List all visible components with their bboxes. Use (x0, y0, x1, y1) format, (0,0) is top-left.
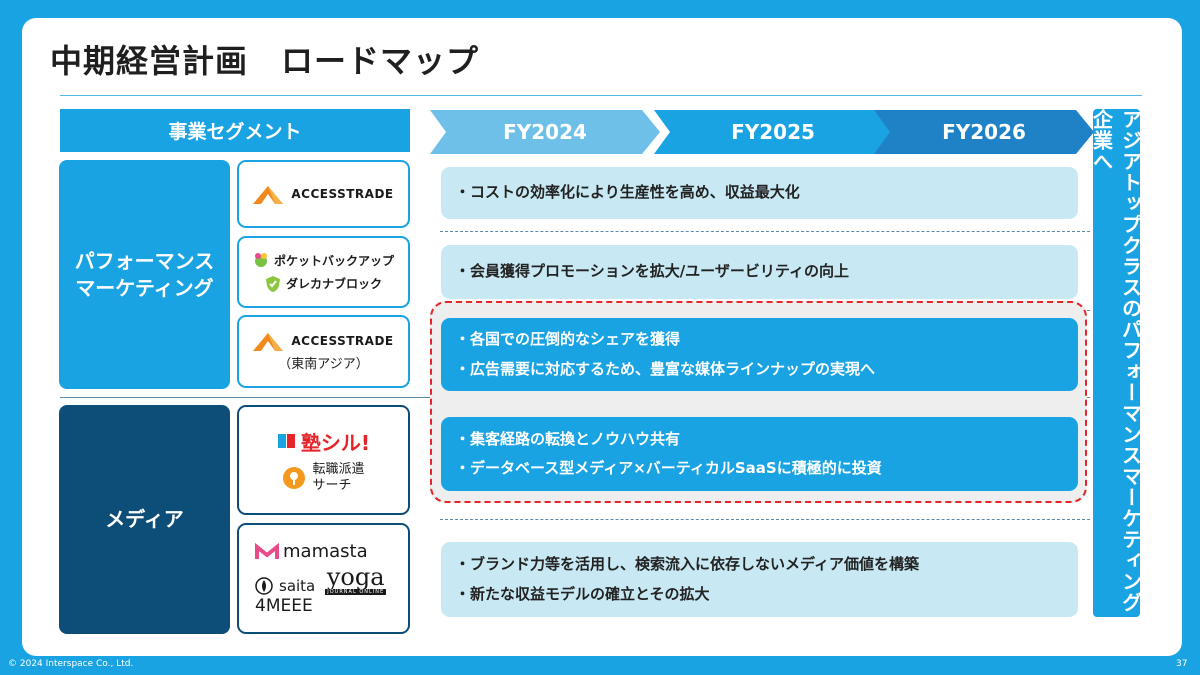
chevron-shape (654, 110, 892, 154)
mamasta-icon (255, 542, 279, 559)
highlight-dashed-border (430, 301, 1087, 503)
timeline-fy2024-label: FY2024 (503, 120, 587, 144)
segment-media: メディア (59, 405, 230, 634)
plan-row-media-brands: ・ブランド力等を活用し、検索流入に依存しないメディア価値を構築 ・新たな収益モデ… (441, 542, 1078, 617)
chevron-shape (430, 110, 660, 154)
logo-box-accesstrade-sea: ACCESSTRADE （東南アジア） (237, 315, 410, 388)
plan-item: ・各国での圧倒的なシェアを獲得 (455, 330, 681, 349)
timeline-fy2024: FY2024 (430, 110, 660, 154)
tenshoku-wordmark-sub: サーチ (312, 477, 352, 493)
plan-row-accesstrade-sea: ・各国での圧倒的なシェアを獲得 ・広告需要に対応するため、豊富な媒体ラインナップ… (441, 318, 1078, 391)
accesstrade-logo-icon (253, 333, 284, 351)
tenshoku-wordmark: 転職派遣 (312, 461, 365, 477)
segment-performance-marketing: パフォーマンス マーケティング (59, 160, 230, 389)
copyright-footer: © 2024 Interspace Co., Ltd. (8, 659, 134, 669)
goal-vertical-banner: アジアトップクラスのパフォーマンスマーケティング企業へ (1090, 109, 1143, 617)
mamasta-wordmark: mamasta (283, 541, 368, 562)
darekana-shield-icon (265, 275, 280, 292)
title-divider (60, 95, 1142, 96)
pocket-backup-icon (254, 253, 267, 267)
timeline-fy2026-label: FY2026 (942, 120, 1026, 144)
juku-shiru-wordmark: 塾シル! (300, 430, 371, 455)
row-divider (440, 231, 1090, 232)
timeline-fy2025-label: FY2025 (731, 120, 815, 144)
plan-item: ・データベース型メディア×バーティカルSaaSに積極的に投資 (455, 459, 882, 477)
juku-shiru-icon (277, 434, 295, 449)
accesstrade-logo-icon (253, 186, 284, 204)
page-number: 37 (1176, 659, 1188, 669)
segment-header: 事業セグメント (60, 109, 410, 152)
segment-performance-marketing-label: パフォーマンス マーケティング (74, 248, 215, 300)
logo-box-juku-tenshoku: 塾シル! 転職派遣 サーチ (237, 405, 410, 515)
yoga-wordmark: yoga (326, 563, 385, 591)
plan-item: ・広告需要に対応するため、豊富な媒体ラインナップの実現へ (455, 359, 876, 378)
plan-item: ・新たな収益モデルの確立とその拡大 (455, 584, 710, 603)
logo-box-pocket-darekana: ポケットバックアップ ダレカナブロック (237, 236, 410, 308)
segment-media-label: メディア (105, 507, 184, 531)
saita-flower-icon (255, 577, 273, 595)
darekana-block-wordmark: ダレカナブロック (285, 277, 382, 291)
fourmeee-wordmark: 4MEEE (255, 596, 313, 616)
chevron-shape (874, 110, 1094, 154)
plan-item: ・コストの効率化により生産性を高め、収益最大化 (455, 183, 800, 202)
accesstrade-wordmark: ACCESSTRADE (291, 334, 394, 348)
accesstrade-sea-region: （東南アジア） (278, 357, 369, 372)
accesstrade-wordmark: ACCESSTRADE (291, 187, 394, 201)
logo-box-media-brands: mamasta saita yoga JOURNAL ONLINE 4MEEE (237, 523, 410, 634)
plan-row-juku-tenshoku: ・集客経路の転換とノウハウ共有 ・データベース型メディア×バーティカルSaaSに… (441, 417, 1078, 491)
timeline-fy2026: FY2026 (874, 110, 1094, 154)
row-divider (440, 519, 1090, 520)
yoga-subtitle: JOURNAL ONLINE (325, 589, 387, 595)
logo-box-accesstrade: ACCESSTRADE (237, 160, 410, 228)
saita-wordmark: saita (279, 577, 316, 595)
page-title: 中期経営計画 ロードマップ (50, 42, 480, 80)
plan-item: ・会員獲得プロモーションを拡大/ユーザービリティの向上 (455, 262, 849, 281)
tenshoku-search-icon (283, 466, 306, 489)
plan-item: ・集客経路の転換とノウハウ共有 (455, 429, 681, 448)
plan-row-accesstrade: ・コストの効率化により生産性を高め、収益最大化 (441, 167, 1078, 219)
pocket-backup-wordmark: ポケットバックアップ (273, 253, 394, 268)
plan-row-pocket-darekana: ・会員獲得プロモーションを拡大/ユーザービリティの向上 (441, 245, 1078, 299)
timeline-fy2025: FY2025 (654, 110, 892, 154)
plan-item: ・ブランド力等を活用し、検索流入に依存しないメディア価値を構築 (455, 555, 919, 574)
